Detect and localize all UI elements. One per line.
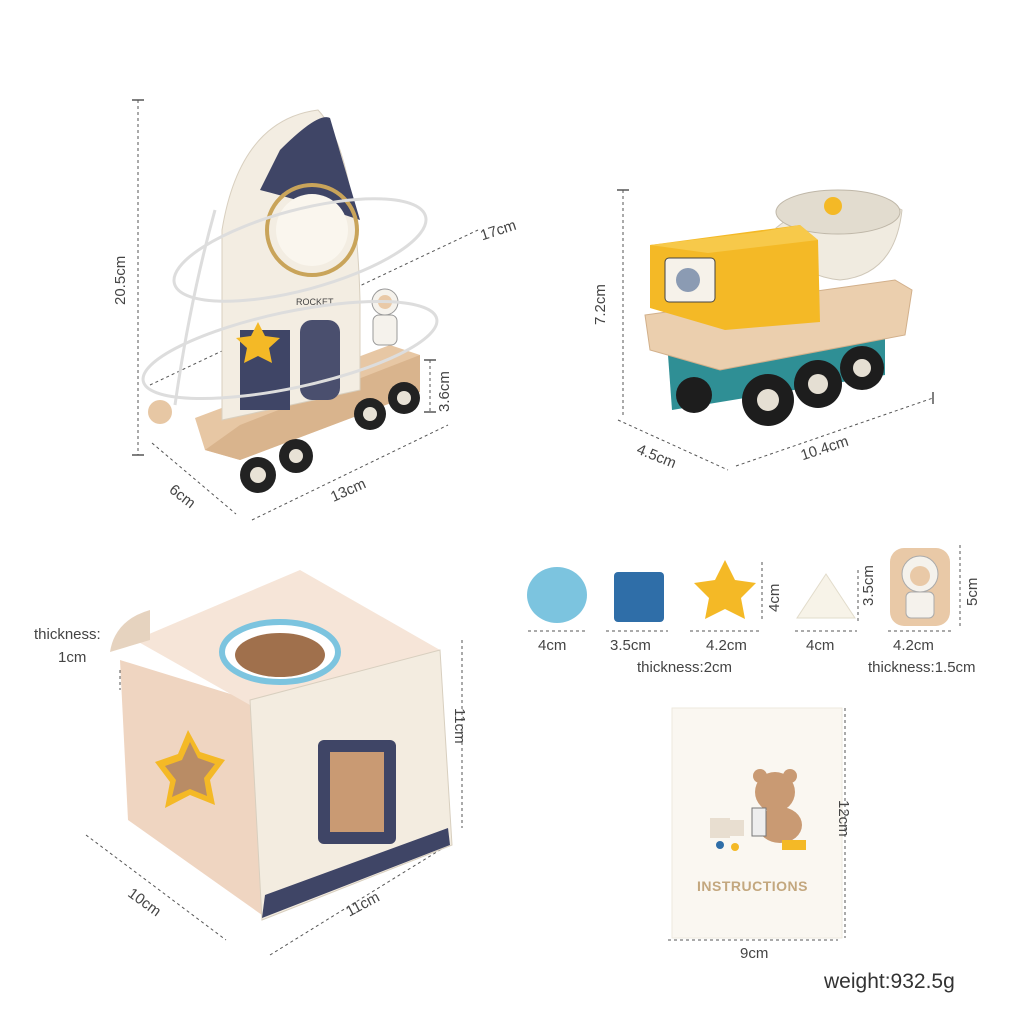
star-width-label: 4.2cm [706, 637, 747, 654]
square-size-label: 3.5cm [610, 637, 651, 654]
circle-block [527, 567, 587, 623]
rover-toy [617, 189, 934, 471]
box-height-label: 11cm [451, 708, 468, 744]
star-thickness-label: thickness:2cm [637, 659, 733, 676]
weight-label: weight:932.5g [824, 970, 955, 993]
rocket-toy: ROCKET [132, 99, 479, 521]
triangle-width-label: 4cm [806, 637, 835, 654]
triangle-block [796, 573, 856, 619]
sorter-box [85, 570, 463, 956]
rocket-height-label: 20.5cm [112, 255, 129, 305]
instructions-title: INSTRUCTIONS [697, 878, 808, 894]
astronaut-block [890, 548, 950, 626]
astronaut-width-label: 4.2cm [893, 637, 934, 654]
instruction-card [668, 707, 846, 941]
star-height-label: 4cm [766, 583, 783, 612]
astronaut-thickness-label: thickness:1.5cm [868, 659, 976, 676]
card-height-label: 12cm [835, 800, 852, 837]
astronaut-height-label: 5cm [964, 577, 981, 606]
square-block [614, 572, 664, 622]
circle-size-label: 4cm [538, 637, 567, 654]
rover-height-label: 7.2cm [592, 284, 609, 325]
box-thickness-value: 1cm [58, 649, 87, 666]
card-width-label: 9cm [740, 945, 769, 962]
rocket-wheel-height-label: 3.6cm [436, 371, 453, 412]
box-thickness-label: thickness: [34, 626, 101, 643]
star-block [694, 560, 756, 619]
triangle-height-label: 3.5cm [860, 565, 877, 606]
shape-blocks [527, 545, 961, 632]
rocket-badge: ROCKET [296, 297, 334, 307]
